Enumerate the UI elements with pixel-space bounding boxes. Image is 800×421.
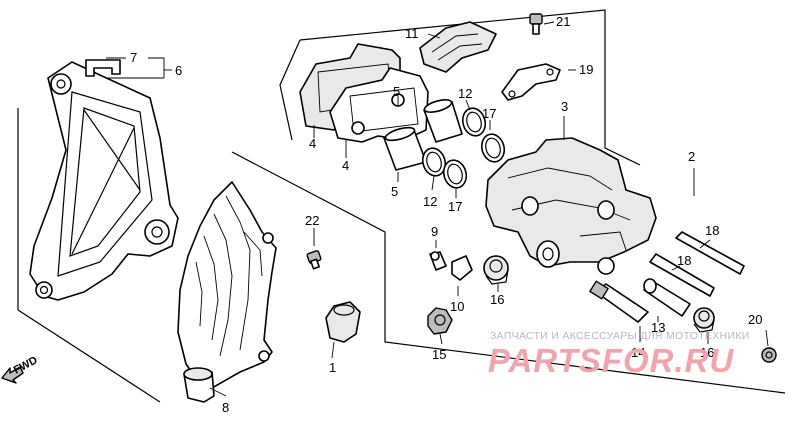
callout-labels: 1 2 3 4 4 5 5 6 7 8 9 10 11 12 12 13 14 … <box>130 14 762 415</box>
caliper-bracket <box>29 61 179 301</box>
callout-13: 13 <box>651 320 665 335</box>
callout-10: 10 <box>450 299 464 314</box>
pin-boot-upper <box>483 255 509 285</box>
pin-boot-lower <box>693 307 715 333</box>
callout-2: 2 <box>688 149 695 164</box>
slide-bushing <box>643 278 691 317</box>
callout-16-lower: 16 <box>700 345 714 360</box>
callout-21: 21 <box>556 14 570 29</box>
callout-4-lower: 4 <box>342 158 349 173</box>
pad-retainer <box>501 63 561 101</box>
pad-spring-clip <box>85 59 121 77</box>
callout-20: 20 <box>748 312 762 327</box>
callout-6: 6 <box>175 63 182 78</box>
watermark-logo: PARTSFOR.RU <box>488 342 734 379</box>
callout-1: 1 <box>329 360 336 375</box>
callout-16-upper: 16 <box>490 292 504 307</box>
callout-17-upper: 17 <box>482 106 496 121</box>
callout-22: 22 <box>305 213 319 228</box>
pin-cap <box>761 347 777 363</box>
pistons-and-seals <box>383 99 506 189</box>
callout-7: 7 <box>130 50 137 65</box>
callout-9: 9 <box>431 224 438 239</box>
callout-11: 11 <box>405 26 419 41</box>
watermark: ЗАПЧАСТИ И АКСЕССУАРЫ ДЛЯ МОТОТЕХНИКИ PA… <box>488 330 750 379</box>
callout-8: 8 <box>222 400 229 415</box>
callout-15: 15 <box>432 347 446 362</box>
cover-bolt <box>306 250 322 270</box>
caliper-body <box>485 137 657 275</box>
callout-18-lower: 18 <box>677 253 691 268</box>
disc-cover <box>177 181 277 403</box>
callout-3: 3 <box>561 99 568 114</box>
forward-direction-arrow: FWD <box>1 354 40 384</box>
bleeder-valve <box>429 251 447 271</box>
callout-17-lower: 17 <box>448 199 462 214</box>
callout-5-lower: 5 <box>391 184 398 199</box>
slide-pins <box>649 231 745 297</box>
callout-19: 19 <box>579 62 593 77</box>
callout-4-upper: 4 <box>309 136 316 151</box>
watermark-tagline: ЗАПЧАСТИ И АКСЕССУАРЫ ДЛЯ МОТОТЕХНИКИ <box>490 330 750 342</box>
callout-18-upper: 18 <box>705 223 719 238</box>
callout-5-upper: 5 <box>393 84 400 99</box>
callout-12-upper: 12 <box>458 86 472 101</box>
fwd-label: FWD <box>12 354 40 376</box>
nut <box>427 307 453 335</box>
collar <box>325 301 361 343</box>
bleeder-cap <box>451 255 473 281</box>
leader-lines <box>106 21 769 397</box>
callout-12-lower: 12 <box>423 194 437 209</box>
bleeder-bolt <box>529 13 543 35</box>
brake-pads <box>299 43 429 143</box>
assembly-frame-lines <box>17 9 786 403</box>
pin-bolt <box>589 280 649 323</box>
pad-shim <box>419 21 497 73</box>
callout-14: 14 <box>631 345 645 360</box>
